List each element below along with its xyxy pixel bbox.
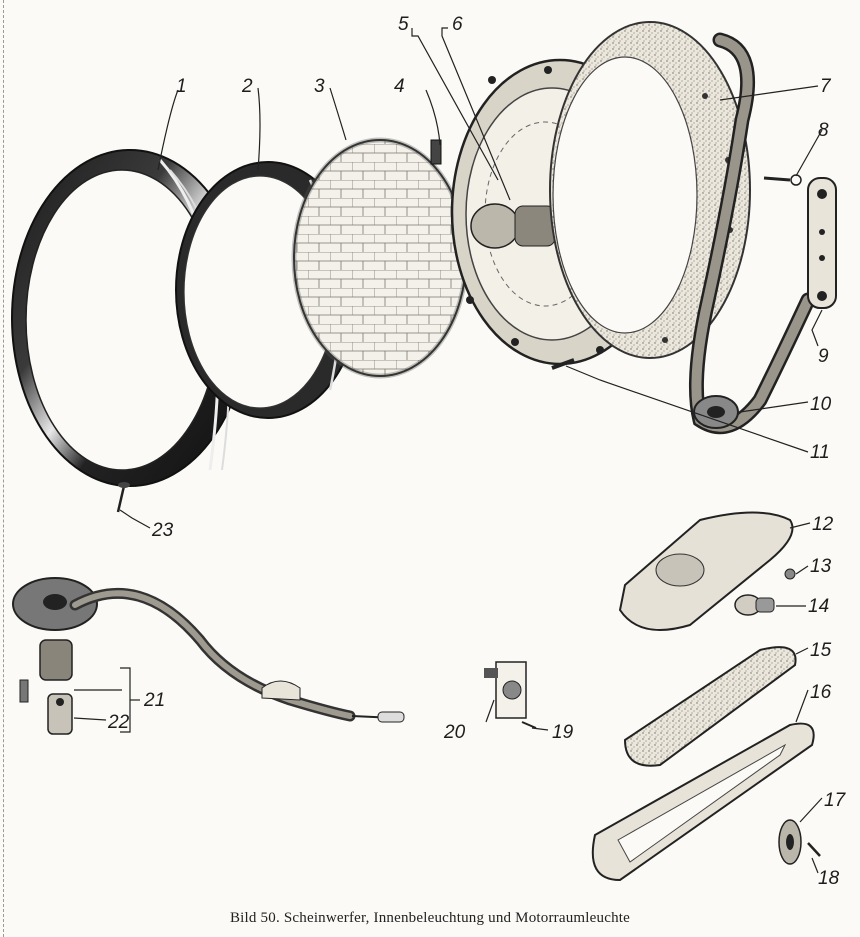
ref-label-21: 21: [143, 690, 165, 711]
part-16-lamp-frame: [591, 722, 815, 882]
part-7-rubber-gasket: [549, 21, 751, 359]
ref-label-6: 6: [452, 14, 463, 35]
reference-numbers: 1 2 3 4 5 6 7 8 9 10 11 12 13 14 15 16 1…: [107, 14, 847, 889]
ref-label-4: 4: [394, 76, 405, 97]
exploded-parts-diagram: 1 2 3 4 5 6 7 8 9 10 11 12 13 14 15 16 1…: [11, 14, 847, 889]
part-3-headlamp-lens: [291, 137, 469, 379]
ref-label-17: 17: [824, 790, 847, 811]
part-8-screw-washer: [763, 174, 802, 186]
ref-label-13: 13: [810, 556, 832, 577]
ref-label-16: 16: [810, 682, 832, 703]
part-11-adjusting-screw: [551, 358, 575, 370]
ref-label-22: 22: [107, 712, 130, 733]
part-15-lamp-lens: [623, 646, 797, 767]
ref-label-2: 2: [241, 76, 253, 97]
part-13-screw: [784, 568, 796, 580]
ref-label-1: 1: [176, 76, 187, 97]
ref-label-23: 23: [151, 520, 174, 541]
ref-label-7: 7: [820, 76, 832, 97]
ref-label-12: 12: [812, 514, 834, 535]
ref-label-5: 5: [398, 14, 409, 35]
part-20-switch: [484, 661, 527, 719]
part-10-wiring-loom: [688, 32, 816, 435]
part-19-screw: [521, 721, 537, 729]
ref-label-11: 11: [810, 442, 830, 463]
ref-label-3: 3: [314, 76, 325, 97]
ref-label-10: 10: [810, 394, 832, 415]
part-9-terminal-block: [807, 177, 837, 309]
part-22-lamp-base: [19, 679, 73, 735]
part-18-screw: [807, 842, 821, 857]
part-17-retaining-clip: [778, 819, 802, 865]
ref-label-8: 8: [818, 120, 829, 141]
ref-label-15: 15: [810, 640, 832, 661]
part-23-fixing-screw: [116, 482, 130, 513]
leader-lines: [73, 27, 823, 874]
ref-label-14: 14: [808, 596, 829, 617]
ref-label-18: 18: [818, 868, 840, 889]
part-21-lamp-holder-with-cable: [12, 577, 405, 723]
ref-label-19: 19: [552, 722, 574, 743]
ref-label-9: 9: [818, 346, 829, 367]
ref-label-20: 20: [443, 722, 466, 743]
part-12-lamp-housing: [618, 511, 794, 631]
part-14-bulb: [734, 594, 775, 616]
figure-caption: Bild 50. Scheinwerfer, Innenbeleuchtung …: [229, 910, 631, 926]
part-4-mounting-clip: [430, 139, 442, 165]
scan-edge-line: [3, 0, 4, 937]
